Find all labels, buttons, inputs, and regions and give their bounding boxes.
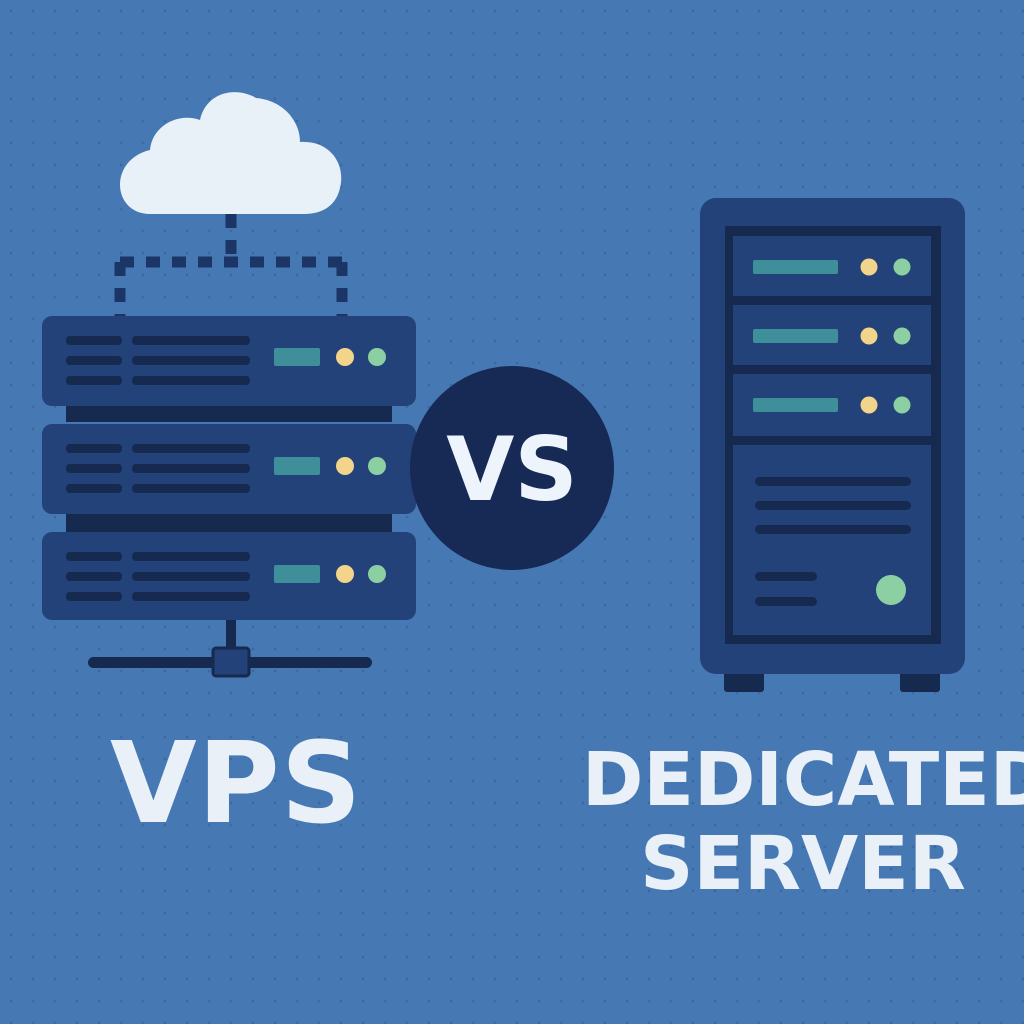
vent-line	[132, 484, 250, 493]
stack-spacer	[66, 512, 392, 532]
vent-line	[755, 525, 911, 534]
tower-lower-panel	[733, 445, 931, 635]
vs-badge: VS	[410, 366, 614, 570]
server-unit	[42, 424, 416, 514]
status-led-yellow	[336, 348, 354, 366]
status-led-yellow	[860, 327, 878, 345]
indicator-bar	[753, 260, 838, 274]
server-tower-icon	[700, 198, 965, 692]
status-led-green	[368, 348, 386, 366]
vent-line	[755, 572, 817, 581]
vent-line	[755, 597, 817, 606]
vent-line	[66, 376, 122, 385]
vs-text: VS	[446, 418, 577, 521]
vent-line	[132, 552, 250, 561]
status-led-green	[893, 258, 911, 276]
vent-line	[755, 477, 911, 486]
vent-line	[66, 356, 122, 365]
status-led-green	[893, 396, 911, 414]
cloud-icon	[119, 92, 342, 214]
vent-line	[66, 444, 122, 453]
indicator-bar	[753, 329, 838, 343]
status-led-yellow	[860, 396, 878, 414]
vent-line	[132, 444, 250, 453]
vent-line	[132, 592, 250, 601]
drive-bay	[733, 305, 931, 365]
vent-line	[66, 484, 122, 493]
dedicated-label-line1: DEDICATED	[582, 737, 1024, 823]
vent-line	[66, 464, 122, 473]
vent-line	[132, 336, 250, 345]
vent-line	[66, 552, 122, 561]
power-button-icon	[876, 575, 906, 605]
server-unit	[42, 316, 416, 406]
drive-bay	[733, 236, 931, 296]
indicator-bar	[274, 348, 320, 366]
indicator-bar	[753, 398, 838, 412]
vent-line	[66, 572, 122, 581]
status-led-yellow	[860, 258, 878, 276]
vent-line	[66, 336, 122, 345]
vps-label: VPS	[110, 719, 363, 849]
drive-bay	[733, 374, 931, 436]
status-led-yellow	[336, 565, 354, 583]
dedicated-label-line2: SERVER	[640, 821, 966, 907]
cloud-connector-lines	[114, 214, 348, 318]
vent-line	[132, 464, 250, 473]
vent-line	[132, 572, 250, 581]
status-led-green	[368, 457, 386, 475]
vent-line	[66, 592, 122, 601]
dedicated-server-label: DEDICATED SERVER	[582, 738, 1024, 906]
vent-line	[132, 376, 250, 385]
status-led-green	[368, 565, 386, 583]
indicator-bar	[274, 565, 320, 583]
status-led-green	[893, 327, 911, 345]
server-stack-icon	[42, 316, 416, 620]
vent-line	[755, 501, 911, 510]
vent-line	[132, 356, 250, 365]
status-led-yellow	[336, 457, 354, 475]
server-unit	[42, 532, 416, 620]
stack-spacer	[66, 402, 392, 422]
indicator-bar	[274, 457, 320, 475]
network-hub-icon	[88, 620, 372, 678]
